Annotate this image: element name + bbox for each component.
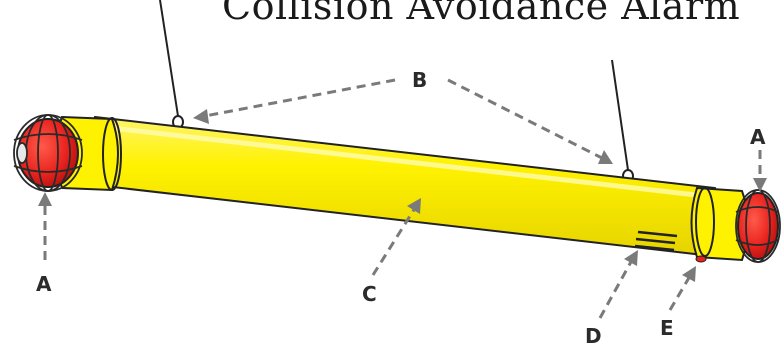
label-b: B (412, 68, 427, 92)
right-red-lens (737, 192, 779, 260)
vent-slots (634, 230, 678, 252)
label-e: E (660, 316, 674, 340)
leader-line-d (598, 259, 634, 319)
diagram-title: Collision Avoidance Alarm (222, 0, 741, 28)
label-a-right: A (750, 125, 766, 149)
arrowhead-c (407, 198, 421, 214)
hanging-cable-right (611, 59, 629, 171)
leader-line-c (371, 207, 417, 276)
arrowhead-b-right (598, 150, 613, 164)
label-a-left: A (36, 272, 52, 296)
label-d: D (585, 324, 602, 347)
leader-line-e (668, 275, 692, 311)
arrowhead-a-left (38, 192, 52, 206)
left-wire-cage (13, 114, 83, 192)
tube-highlight (111, 125, 706, 199)
right-collar-seam (695, 187, 715, 257)
hanging-cable-left (159, 0, 179, 117)
leader-line-b-right (447, 78, 603, 160)
arrowhead-b-left (193, 109, 209, 124)
left-collar-seam (102, 117, 122, 191)
arrowhead-d (624, 250, 638, 266)
red-indicator-light (695, 255, 707, 263)
arrowhead-e (682, 266, 696, 282)
leader-line-b-left (204, 78, 396, 118)
right-wire-cage (735, 189, 781, 263)
label-c: C (362, 282, 377, 306)
arrowhead-a-right (753, 178, 767, 192)
